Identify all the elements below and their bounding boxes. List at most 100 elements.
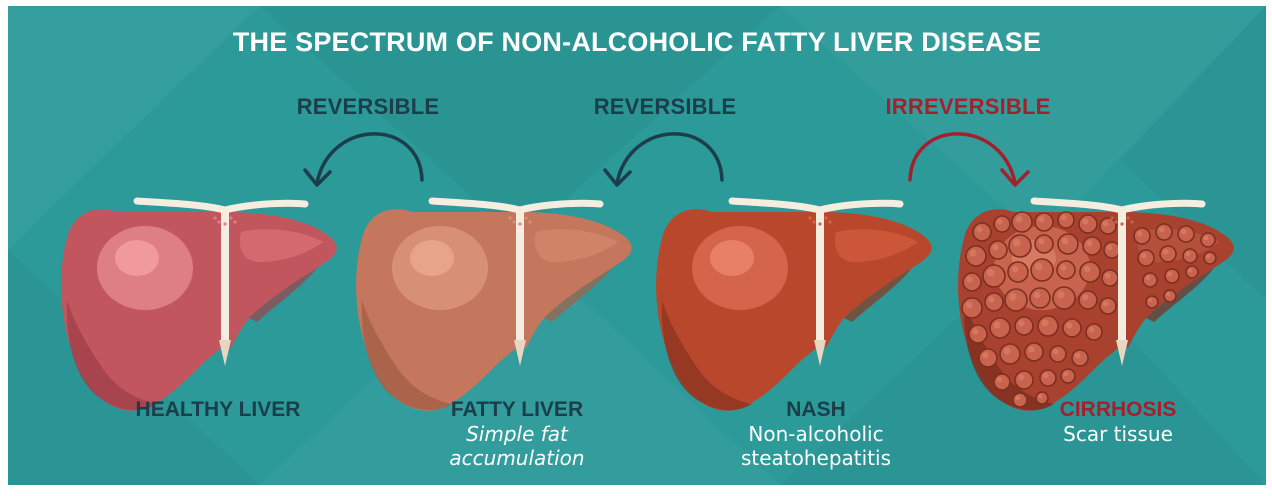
nodule [1058,212,1074,228]
nodule-shine [1181,229,1187,235]
nodule-shine [1103,301,1109,307]
vessel-dot [818,222,821,225]
stage-name-nash: NASH [786,398,846,421]
nodule-shine [1148,298,1152,302]
nodule-shine [1203,235,1208,240]
nodule [1165,269,1179,283]
nodule-shine [1089,327,1095,333]
nodule [1079,291,1097,309]
stage-description-nash-line1: Non-alcoholic [748,422,883,446]
vessel-dot [824,216,827,219]
nodule-shine [1185,251,1190,256]
nodule-shine [1137,231,1143,237]
nodule [1134,228,1150,244]
liver-highlight [710,240,754,276]
nodule [985,293,1003,311]
stage-description-fatty-liver-line2: accumulation [449,446,584,470]
nodule-shine [1105,273,1111,279]
nodule [1036,392,1048,404]
nodule-shine [1063,371,1068,376]
nodule [1201,233,1215,247]
vessel-dot [808,216,811,219]
nodule-shine [1159,227,1165,233]
vessel-dot [1110,216,1113,219]
stage-description-fatty-liver-line1: Simple fat [466,422,569,446]
stage-name-healthy-liver: HEALTHY LIVER [136,398,301,421]
nodule [1053,287,1075,309]
nodule-shine [1057,291,1065,299]
stage-name-cirrhosis: CIRRHOSIS [1060,398,1177,421]
nodule [1104,242,1120,258]
nodule [994,216,1010,232]
nodule [1086,324,1102,340]
nodule-shine [1043,373,1049,379]
nodule [1005,289,1027,311]
nodule [969,325,987,343]
nodule [1204,252,1216,264]
nodule [1183,249,1197,263]
nodule [1030,288,1050,308]
nodule [973,223,991,241]
nodule-shine [1075,353,1081,359]
nodule-shine [972,328,978,334]
nodule-shine [997,377,1003,383]
nodule [1013,393,1027,407]
nodule [962,298,982,318]
nodule [989,241,1007,259]
nodule-shine [1062,238,1069,245]
vessel-dot [508,216,511,219]
nodule [1160,246,1176,262]
vessel-dot [1114,220,1117,223]
nodule-shine [1038,394,1042,398]
stage-description-nash-line2: steatohepatitis [741,446,891,470]
nodule-shine [997,219,1003,225]
nodule-shine [1015,395,1020,400]
nodule [1038,316,1058,336]
nodule-shine [1061,215,1067,221]
nodule-shine [1206,254,1210,258]
nodule-shine [1167,271,1172,276]
vessel-dot [528,220,531,223]
nodule [963,273,981,291]
vessel-dot [828,220,831,223]
nodule-shine [1166,292,1170,296]
liver-highlight [115,240,159,276]
nodule-shine [1103,221,1109,227]
nodule [1156,224,1172,240]
nodule-shine [1053,349,1059,355]
nodule-shine [1038,238,1044,244]
vessel-dot [512,220,515,223]
nodule-shine [1013,239,1021,247]
nodule [1015,371,1033,389]
nodule [1178,226,1194,242]
nodule [1138,250,1154,266]
vessel-dot [223,222,226,225]
nodule [1072,350,1088,366]
nodule-shine [1060,264,1066,270]
nodule [1100,298,1116,314]
vessel-dot [233,220,236,223]
nodule-shine [1086,240,1092,246]
reversible-label: REVERSIBLE [594,94,737,119]
nodule [1025,343,1043,361]
nodule [1079,215,1097,233]
nodule [1035,213,1053,231]
nodule [1008,262,1028,282]
nodule [1012,212,1032,232]
nodule [1035,235,1053,253]
nodule-shine [1012,266,1019,273]
nodule-shine [1018,374,1024,380]
stage-name-fatty-liver: FATTY LIVER [451,398,583,421]
vessel-dot [1130,220,1133,223]
vessel-dot [217,220,220,223]
nodule-shine [988,296,994,302]
nodule-shine [1018,320,1024,326]
liver-highlight [410,240,454,276]
nodule [1015,317,1033,335]
nodule [1186,266,1198,278]
vessel-dot [524,216,527,219]
vessel-dot [1120,222,1123,225]
nodule-shine [1141,253,1147,259]
nodule [1083,237,1101,255]
vessel-dot [213,216,216,219]
